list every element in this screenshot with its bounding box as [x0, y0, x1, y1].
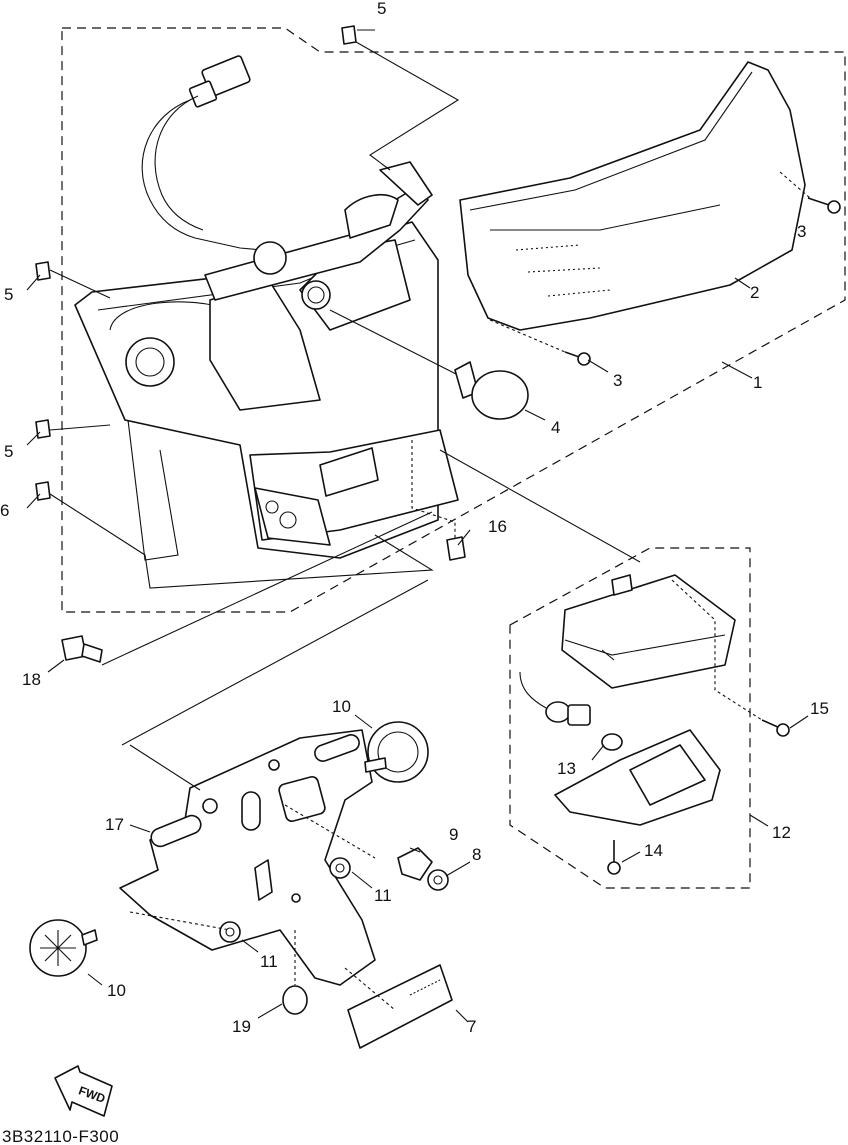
callout-14: 14: [644, 841, 663, 860]
callout-2: 2: [750, 283, 759, 302]
license-light-boundary: [509, 547, 751, 889]
callout-6: 6: [0, 501, 9, 520]
callout-11-upper: 11: [374, 886, 392, 905]
grommet-19: [282, 985, 308, 1015]
callout-leaders: [26, 29, 809, 1023]
license-light-cover: [554, 729, 721, 826]
license-socket-bulb: [519, 671, 623, 751]
callout-17: 17: [105, 815, 124, 834]
callout-5-top: 5: [377, 0, 386, 18]
callout-9: 9: [449, 825, 458, 844]
callout-3-upper: 3: [797, 222, 806, 241]
screw-15: [761, 719, 790, 737]
callout-16: 16: [488, 517, 507, 536]
tail-light-housing: [74, 161, 459, 561]
assembly-lines: [49, 41, 811, 1011]
lens-screw-upper: [807, 197, 841, 214]
callout-5-left-lower: 5: [4, 442, 13, 461]
callout-15: 15: [810, 699, 829, 718]
license-bracket: [119, 729, 376, 986]
lens-screw-lower: [564, 351, 591, 366]
forward-arrow-icon: FWD: [54, 1065, 113, 1117]
clip-nut-6: [35, 481, 51, 501]
callout-3-lower: 3: [613, 371, 622, 390]
clip-nut-left-lower: [35, 419, 51, 439]
nut-8: [427, 869, 449, 891]
callout-19: 19: [232, 1017, 251, 1036]
nut-11-upper: [329, 857, 351, 879]
callout-18: 18: [22, 670, 41, 689]
callout-5-left-upper: 5: [4, 285, 13, 304]
callout-11-lower: 11: [260, 952, 278, 971]
wiring-harness: [141, 55, 263, 251]
callout-12: 12: [772, 823, 791, 842]
callout-8: 8: [472, 845, 481, 864]
reflector-plate: [347, 964, 453, 1049]
drawing-code: 3B32110-F300: [2, 1127, 119, 1145]
reflector-upper: [364, 721, 429, 783]
callout-13: 13: [557, 759, 576, 778]
tail-light-assembly-boundary: [61, 27, 846, 613]
callout-10-lower: 10: [107, 981, 126, 1000]
tail-light-bulb: [454, 361, 529, 420]
flange-bolt: [61, 635, 103, 663]
callout-7: 7: [467, 1017, 476, 1036]
callout-4: 4: [551, 418, 560, 437]
callout-10-upper: 10: [332, 697, 351, 716]
callout-1: 1: [753, 373, 762, 392]
reflector-lower: [29, 919, 98, 977]
tail-light-lens: [459, 61, 806, 331]
license-light-housing: [561, 574, 736, 689]
clip-nut-top: [341, 25, 357, 45]
nut-11-lower: [219, 921, 241, 943]
collar-9: [397, 847, 433, 881]
cover-screw-14: [607, 840, 621, 875]
